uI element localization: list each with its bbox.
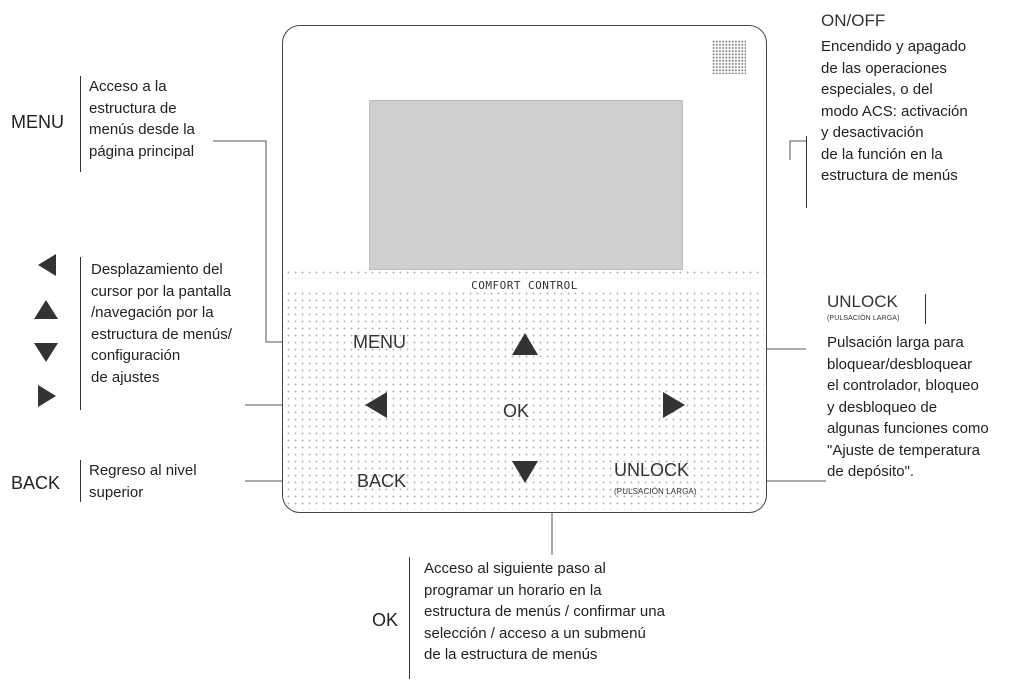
unlock-button-sub: (PULSACIÓN LARGA) [614, 487, 697, 496]
onoff-line-3: especiales, o del [821, 81, 933, 98]
right-arrow-icon [38, 385, 56, 407]
unlock-line-4: y desbloqueo de [827, 398, 938, 416]
ok-line-1: Acceso al siguiente paso al [424, 560, 606, 577]
ok-callout-key: OK [372, 610, 399, 630]
controller-device: COMFORT CONTROL [282, 25, 767, 513]
menu-line-2: estructura de [89, 99, 177, 117]
unlock-line-2: bloquear/desbloquear [827, 355, 973, 373]
brand-text: COMFORT CONTROL [467, 279, 582, 292]
unlock-callout-text: Pulsación larga para bloquear/desbloquea… [827, 332, 989, 483]
menu-line-3: menús desde la [89, 121, 195, 138]
ok-line-2: programar un horario en la [424, 581, 602, 599]
menu-callout-text: Acceso a la estructura de menús desde la… [89, 76, 195, 162]
unlock-callout-key: UNLOCK [827, 292, 898, 311]
ok-button[interactable]: OK [503, 401, 530, 421]
onoff-callout-bar [806, 136, 807, 208]
brand-label: COMFORT CONTROL [283, 279, 766, 292]
ok-callout-text: Acceso al siguiente paso al programar un… [424, 558, 665, 666]
onoff-line-5: y desactivación [821, 124, 924, 141]
arrows-callout-text: Desplazamiento del cursor por la pantall… [91, 259, 232, 388]
back-callout-bar [80, 460, 81, 502]
menu-line-4: página principal [89, 142, 195, 160]
left-arrow-icon[interactable] [365, 392, 387, 418]
lcd-screen [369, 100, 683, 270]
menu-callout-bar [80, 76, 81, 172]
arrows-line-2: cursor por la pantalla [91, 282, 232, 300]
onoff-callout-text: Encendido y apagado de las operaciones e… [821, 36, 968, 187]
menu-line-1: Acceso a la [89, 78, 167, 95]
ok-line-5: de la estructura de menús [424, 646, 598, 663]
unlock-line-1: Pulsación larga para [827, 334, 964, 351]
down-arrow-icon[interactable] [512, 461, 538, 483]
unlock-line-6: "Ajuste de temperatura [827, 441, 980, 459]
arrows-line-3: /navegación por la [91, 304, 214, 321]
left-arrow-icon [38, 254, 56, 276]
ok-line-3: estructura de menús / confirmar una [424, 603, 665, 620]
unlock-callout-bar [925, 294, 926, 324]
unlock-callout-sub: (PULSACIÓN LARGA) [827, 315, 900, 322]
onoff-line-7: estructura de menús [821, 167, 958, 184]
onoff-line-6: de la función en la [821, 145, 943, 163]
ok-callout-bar [409, 557, 410, 679]
onoff-callout-key: ON/OFF [821, 11, 886, 30]
back-line-2: superior [89, 483, 144, 501]
right-arrow-icon[interactable] [663, 392, 685, 418]
onoff-line-1: Encendido y apagado [821, 38, 967, 55]
speaker-grille-icon [712, 40, 746, 74]
up-arrow-icon [34, 300, 58, 319]
arrows-line-4: estructura de menús/ [91, 325, 232, 343]
unlock-line-7: de depósito". [827, 463, 915, 480]
up-arrow-icon[interactable] [512, 333, 538, 355]
onoff-connector [789, 140, 806, 160]
arrows-callout-bar [80, 257, 81, 410]
onoff-line-2: de las operaciones [821, 59, 947, 77]
onoff-line-4: modo ACS: activación [821, 102, 968, 120]
unlock-line-3: el controlador, bloqueo [827, 377, 979, 394]
arrows-line-5: configuración [91, 347, 181, 364]
down-arrow-icon [34, 343, 58, 362]
back-line-1: Regreso al nivel [89, 462, 197, 479]
menu-callout-key: MENU [11, 112, 64, 132]
back-callout-key: BACK [11, 473, 61, 493]
back-callout-text: Regreso al nivel superior [89, 460, 197, 503]
unlock-button[interactable]: UNLOCK [614, 460, 690, 480]
arrows-line-6: de ajustes [91, 368, 160, 386]
menu-button[interactable]: MENU [353, 332, 406, 352]
back-button[interactable]: BACK [357, 471, 407, 491]
arrows-line-1: Desplazamiento del [91, 261, 223, 278]
unlock-line-5: algunas funciones como [827, 420, 989, 437]
ok-line-4: selección / acceso a un submenú [424, 624, 646, 642]
